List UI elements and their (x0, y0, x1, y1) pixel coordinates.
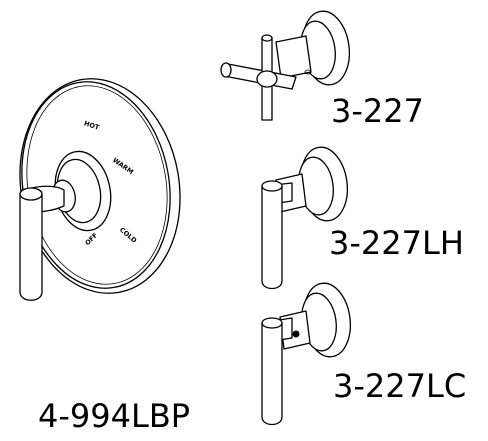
lever-handle (19, 193, 43, 301)
part-number-lever-lh: 3-227LH (329, 224, 464, 262)
lever-lc-assembly (261, 282, 352, 426)
cross-handle-assembly (220, 10, 351, 121)
cross-body (275, 35, 312, 79)
lh-lever-top (261, 180, 283, 192)
lever-lh-assembly (261, 146, 349, 290)
lc-lever (261, 322, 283, 426)
lc-indicator-dot (292, 330, 300, 338)
cross-arm-end-left (220, 62, 232, 78)
lever-top (19, 187, 43, 201)
cross-setscrew (304, 69, 312, 75)
part-number-cross-handle: 3-227 (331, 92, 424, 130)
lh-lever (261, 185, 283, 290)
trim-plate-assembly: HOT WARM COLD OFF (19, 78, 181, 301)
lc-lever-top (261, 317, 283, 329)
part-number-trim-plate: 4-994LBP (38, 397, 191, 435)
cross-hub (256, 70, 278, 88)
cross-arm-end-top (261, 34, 273, 42)
part-number-lever-lc: 3-227LC (333, 367, 467, 405)
